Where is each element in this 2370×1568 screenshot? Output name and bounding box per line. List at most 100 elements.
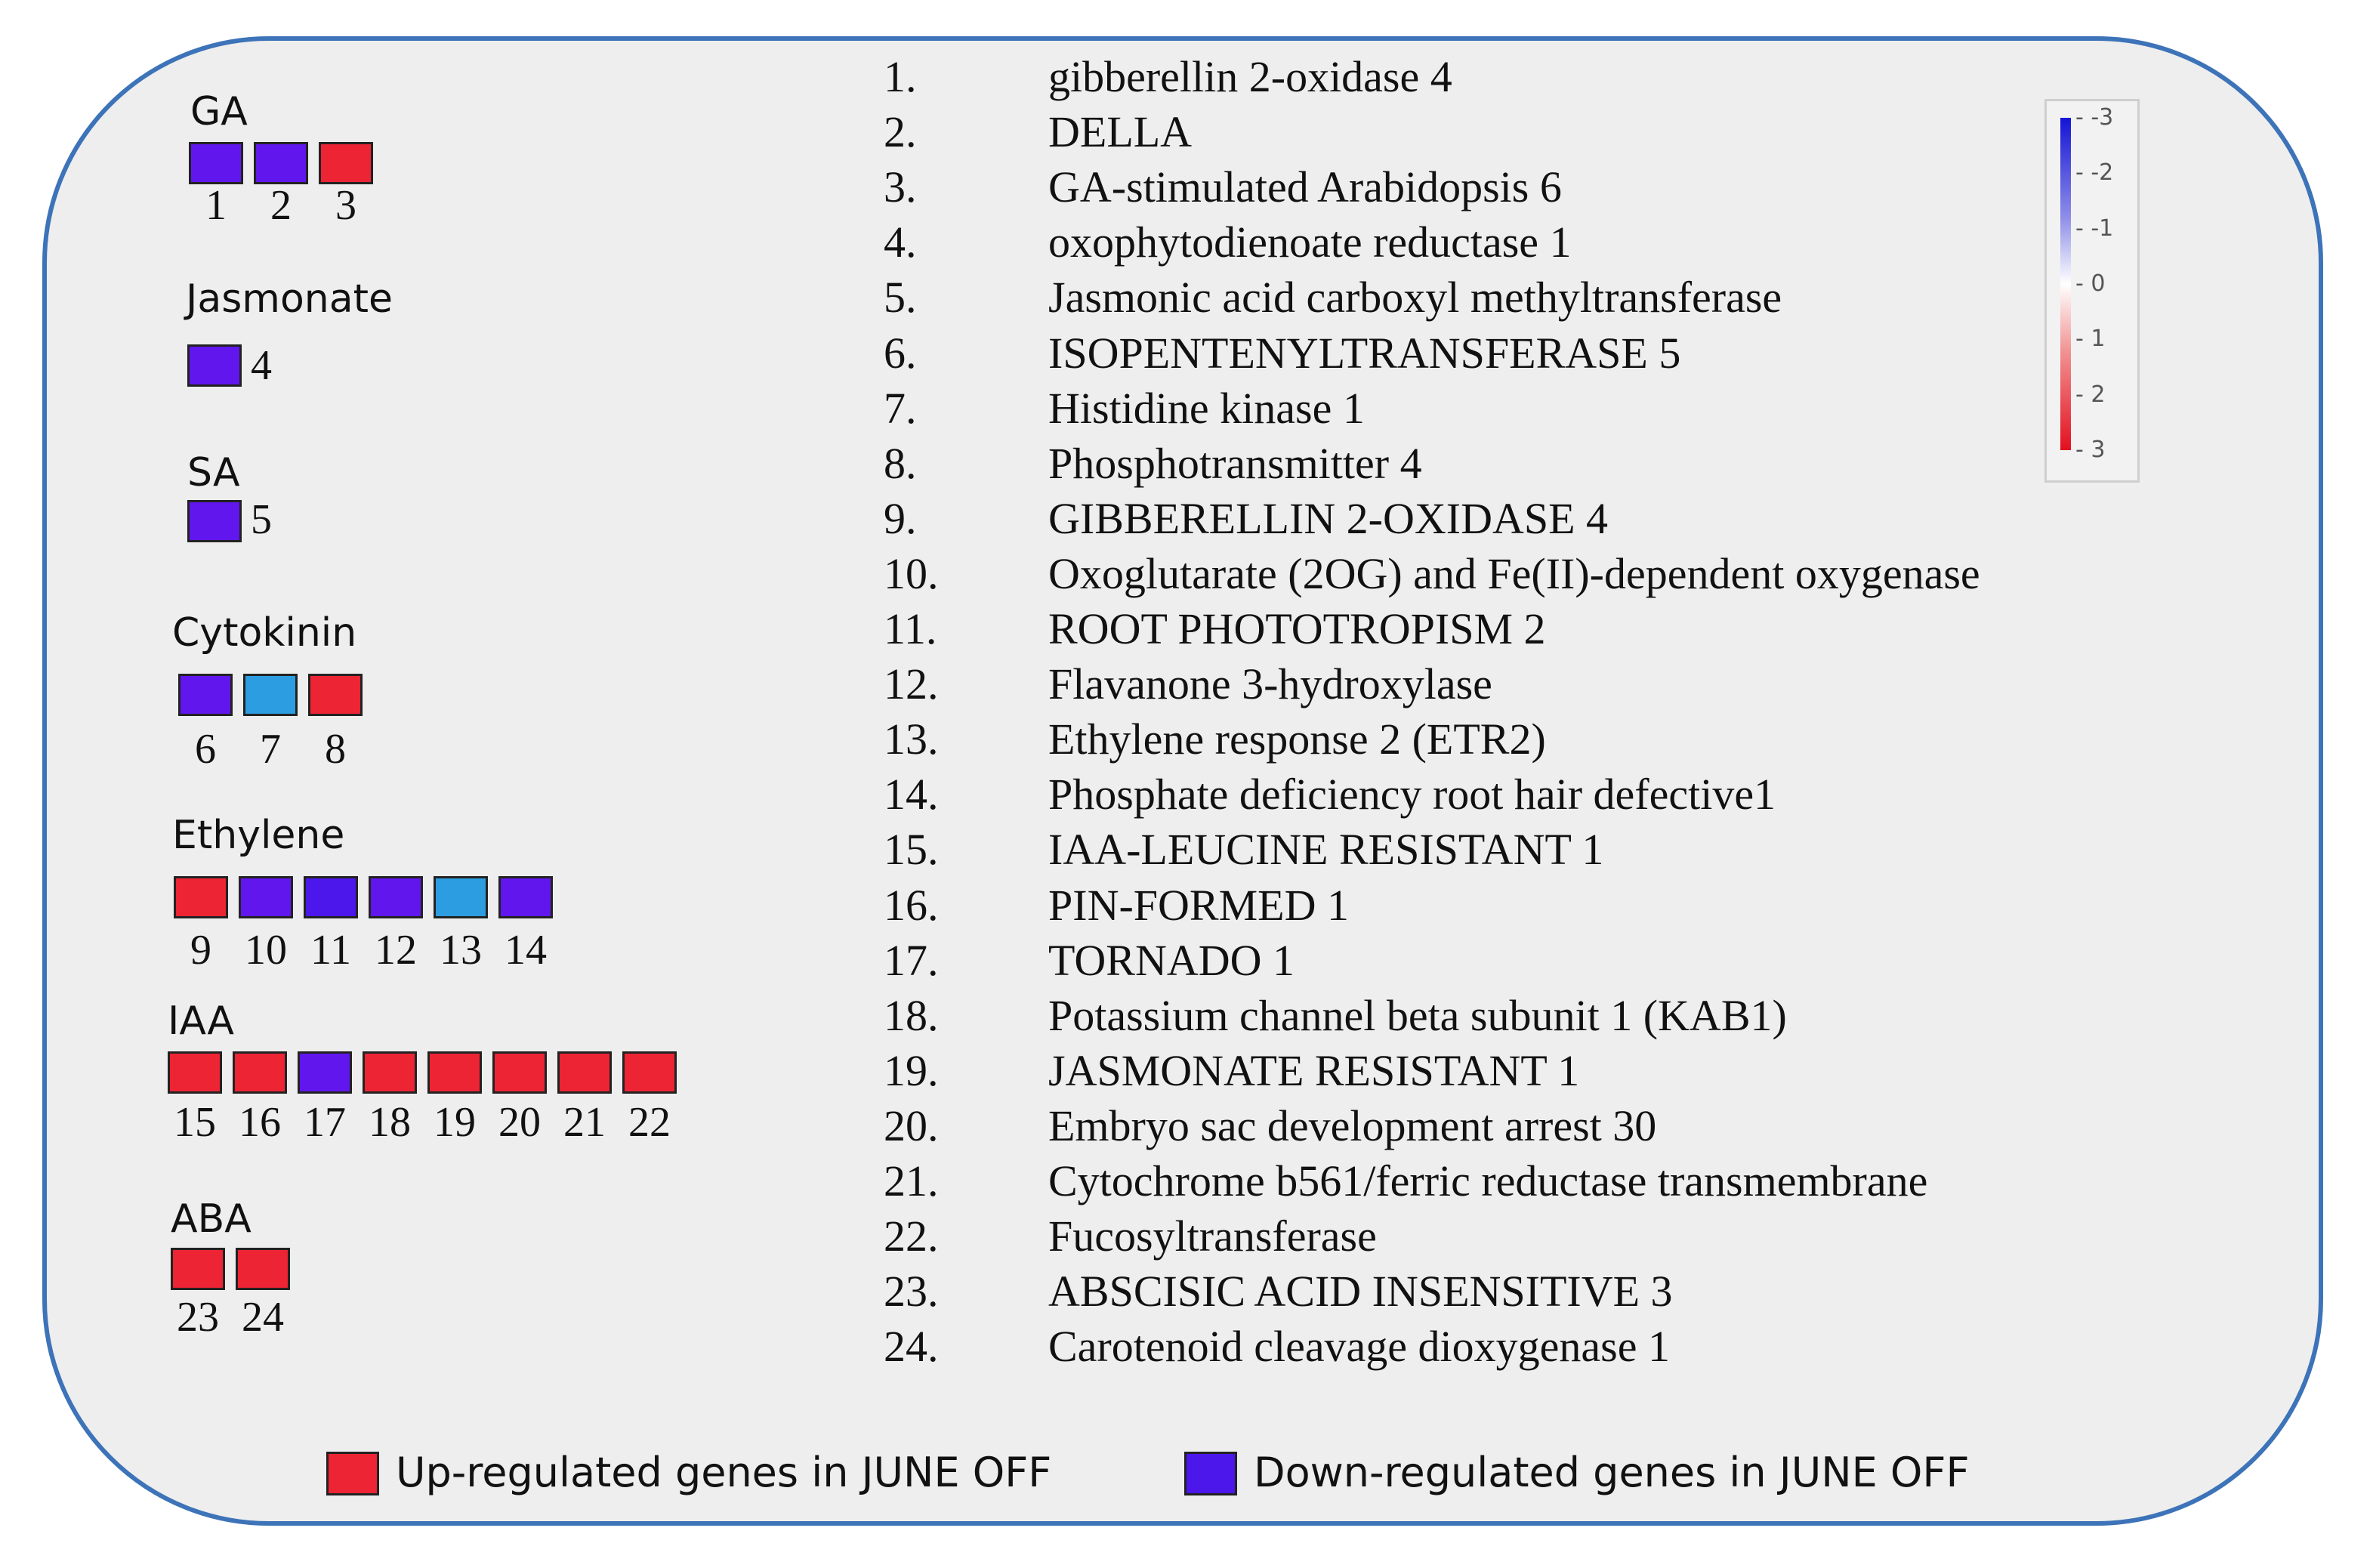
gene-name: GA-stimulated Arabidopsis 6 — [1048, 162, 1562, 212]
gene-name: Potassium channel beta subunit 1 (KAB1) — [1048, 990, 1787, 1040]
gene-index: 12. — [884, 659, 939, 709]
color-scale: - -3 - -2 - -1 - 0 - 1 - 2 - 3 — [2044, 99, 2140, 483]
gene-box-12 — [369, 876, 423, 918]
gene-box-8 — [308, 674, 363, 716]
gene-name: Embryo sac development arrest 30 — [1048, 1100, 1657, 1150]
gene-box-number: 4 — [251, 342, 272, 389]
gene-index: 15. — [884, 825, 939, 875]
gene-box-number: 12 — [375, 927, 417, 974]
gene-index: 5. — [884, 273, 917, 323]
group-title-aba: ABA — [171, 1196, 252, 1242]
color-scale-tick: - -1 — [2075, 215, 2114, 242]
gene-name: JASMONATE RESISTANT 1 — [1048, 1045, 1580, 1095]
gene-box-20 — [492, 1051, 547, 1094]
gene-index: 16. — [884, 880, 939, 930]
gene-name: Carotenoid cleavage dioxygenase 1 — [1048, 1322, 1670, 1372]
gene-name: Oxoglutarate (2OG) and Fe(II)-dependent … — [1048, 548, 1980, 598]
gene-name: IAA-LEUCINE RESISTANT 1 — [1048, 825, 1604, 875]
gene-box-number: 18 — [369, 1099, 411, 1146]
gene-index: 3. — [884, 162, 917, 212]
gene-index: 8. — [884, 438, 917, 488]
gene-box-number: 2 — [270, 182, 292, 229]
color-scale-tick: - 3 — [2075, 437, 2106, 463]
gene-index: 21. — [884, 1156, 939, 1205]
gene-box-17 — [298, 1051, 352, 1094]
gene-box-22 — [622, 1051, 677, 1094]
group-title-ga: GA — [190, 89, 248, 134]
gene-box-16 — [233, 1051, 287, 1094]
gene-name: Jasmonic acid carboxyl methyltransferase — [1048, 273, 1782, 323]
gene-index: 2. — [884, 107, 917, 157]
gene-box-number: 7 — [260, 726, 281, 773]
legend-up-label: Up-regulated genes in JUNE OFF — [396, 1449, 1052, 1496]
gene-box-number: 22 — [628, 1099, 671, 1146]
gene-box-number: 6 — [195, 726, 216, 773]
gene-box-number: 11 — [310, 927, 351, 974]
gene-box-9 — [174, 876, 228, 918]
color-scale-tick: - 0 — [2075, 270, 2106, 297]
group-title-sa: SA — [187, 450, 240, 495]
gene-index: 9. — [884, 493, 917, 543]
gene-box-2 — [254, 142, 308, 184]
gene-index: 1. — [884, 52, 917, 101]
gene-box-19 — [427, 1051, 482, 1094]
gene-index: 23. — [884, 1267, 939, 1316]
gene-index: 6. — [884, 328, 917, 378]
group-title-cytokinin: Cytokinin — [172, 610, 357, 656]
gene-box-7 — [243, 674, 298, 716]
gene-index: 19. — [884, 1045, 939, 1095]
gene-box-number: 8 — [325, 726, 346, 773]
gene-box-number: 21 — [563, 1099, 606, 1146]
gene-box-number: 17 — [304, 1099, 346, 1146]
gene-box-number: 15 — [174, 1099, 216, 1146]
gene-box-number: 16 — [239, 1099, 281, 1146]
gene-box-number: 14 — [505, 927, 547, 974]
color-scale-tick: - 1 — [2075, 326, 2106, 353]
gene-box-10 — [239, 876, 293, 918]
gene-index: 7. — [884, 383, 917, 433]
color-scale-tick: - -3 — [2075, 104, 2114, 131]
color-scale-tick: - -2 — [2075, 159, 2114, 187]
diagram-panel — [42, 36, 2323, 1526]
gene-box-number: 10 — [245, 927, 287, 974]
gene-name: TORNADO 1 — [1048, 935, 1295, 985]
gene-box-5 — [187, 500, 242, 542]
legend-down-label: Down-regulated genes in JUNE OFF — [1254, 1449, 1970, 1496]
gene-box-number: 19 — [434, 1099, 476, 1146]
gene-box-number: 5 — [251, 496, 272, 543]
gene-index: 18. — [884, 990, 939, 1040]
gene-index: 24. — [884, 1322, 939, 1372]
gene-box-number: 23 — [177, 1294, 219, 1341]
gene-box-11 — [304, 876, 358, 918]
gene-name: Cytochrome b561/ferric reductase transme… — [1048, 1156, 1928, 1205]
group-title-ethylene: Ethylene — [172, 813, 345, 858]
group-title-iaa: IAA — [168, 999, 234, 1044]
gene-name: Ethylene response 2 (ETR2) — [1048, 715, 1546, 764]
gene-box-6 — [178, 674, 233, 716]
gene-box-number: 20 — [498, 1099, 541, 1146]
gene-box-13 — [434, 876, 488, 918]
gene-name: Phosphate deficiency root hair defective… — [1048, 770, 1776, 819]
gene-box-15 — [168, 1051, 222, 1094]
gene-name: gibberellin 2-oxidase 4 — [1048, 52, 1452, 101]
gene-box-1 — [189, 142, 243, 184]
gene-index: 14. — [884, 770, 939, 819]
gene-name: DELLA — [1048, 107, 1193, 157]
gene-box-18 — [363, 1051, 417, 1094]
gene-index: 10. — [884, 548, 939, 598]
gene-index: 4. — [884, 218, 917, 267]
gene-index: 22. — [884, 1211, 939, 1261]
color-scale-tick: - 2 — [2075, 381, 2106, 408]
gene-box-24 — [236, 1248, 290, 1290]
gene-box-3 — [319, 142, 373, 184]
gene-name: Flavanone 3-hydroxylase — [1048, 659, 1492, 709]
gene-box-number: 1 — [205, 182, 227, 229]
gene-index: 13. — [884, 715, 939, 764]
gene-index: 11. — [884, 604, 937, 653]
legend-up-swatch — [326, 1452, 379, 1495]
gene-name: Fucosyltransferase — [1048, 1211, 1377, 1261]
gene-name: Histidine kinase 1 — [1048, 383, 1365, 433]
gene-index: 20. — [884, 1100, 939, 1150]
gene-box-number: 9 — [190, 927, 211, 974]
color-scale-bar — [2060, 118, 2071, 450]
